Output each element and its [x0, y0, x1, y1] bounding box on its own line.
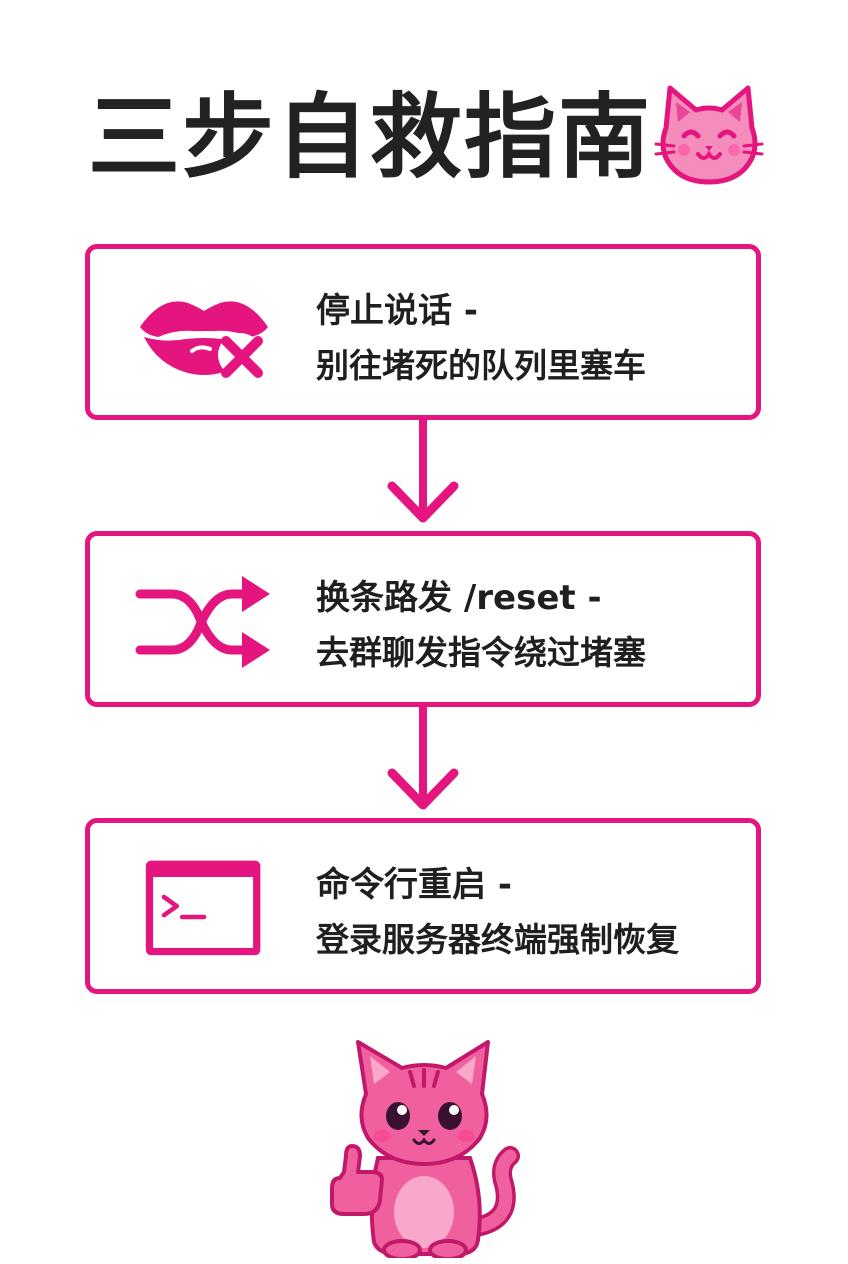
step-heading: 命令行重启 -	[316, 865, 512, 905]
cat-mascot-icon	[330, 1040, 520, 1258]
step-text-1: 停止说话 - 别往堵死的队列里塞车	[316, 287, 746, 391]
step-card-3: 命令行重启 - 登录服务器终端强制恢复	[85, 818, 761, 994]
down-arrow-icon	[387, 707, 459, 810]
step-description: 登录服务器终端强制恢复	[316, 920, 679, 959]
terminal-icon	[145, 860, 261, 956]
step-card-2: 换条路发 /reset - 去群聊发指令绕过堵塞	[85, 531, 761, 707]
step-text-3: 命令行重启 - 登录服务器终端强制恢复	[316, 861, 746, 965]
step-heading: 换条路发 /reset -	[316, 578, 602, 618]
step-heading: 停止说话 -	[316, 291, 478, 331]
page-title: 三步自救指南	[88, 84, 653, 191]
muted-lips-icon	[140, 301, 268, 378]
down-arrow-icon	[387, 420, 459, 523]
title-row: 三步自救指南	[88, 82, 768, 192]
shuffle-icon	[135, 576, 270, 668]
step-description: 去群聊发指令绕过堵塞	[316, 633, 646, 672]
step-description: 别往堵死的队列里塞车	[316, 346, 646, 385]
cat-face-icon	[654, 85, 764, 185]
step-card-1: 停止说话 - 别往堵死的队列里塞车	[85, 244, 761, 420]
step-text-2: 换条路发 /reset - 去群聊发指令绕过堵塞	[316, 574, 746, 678]
